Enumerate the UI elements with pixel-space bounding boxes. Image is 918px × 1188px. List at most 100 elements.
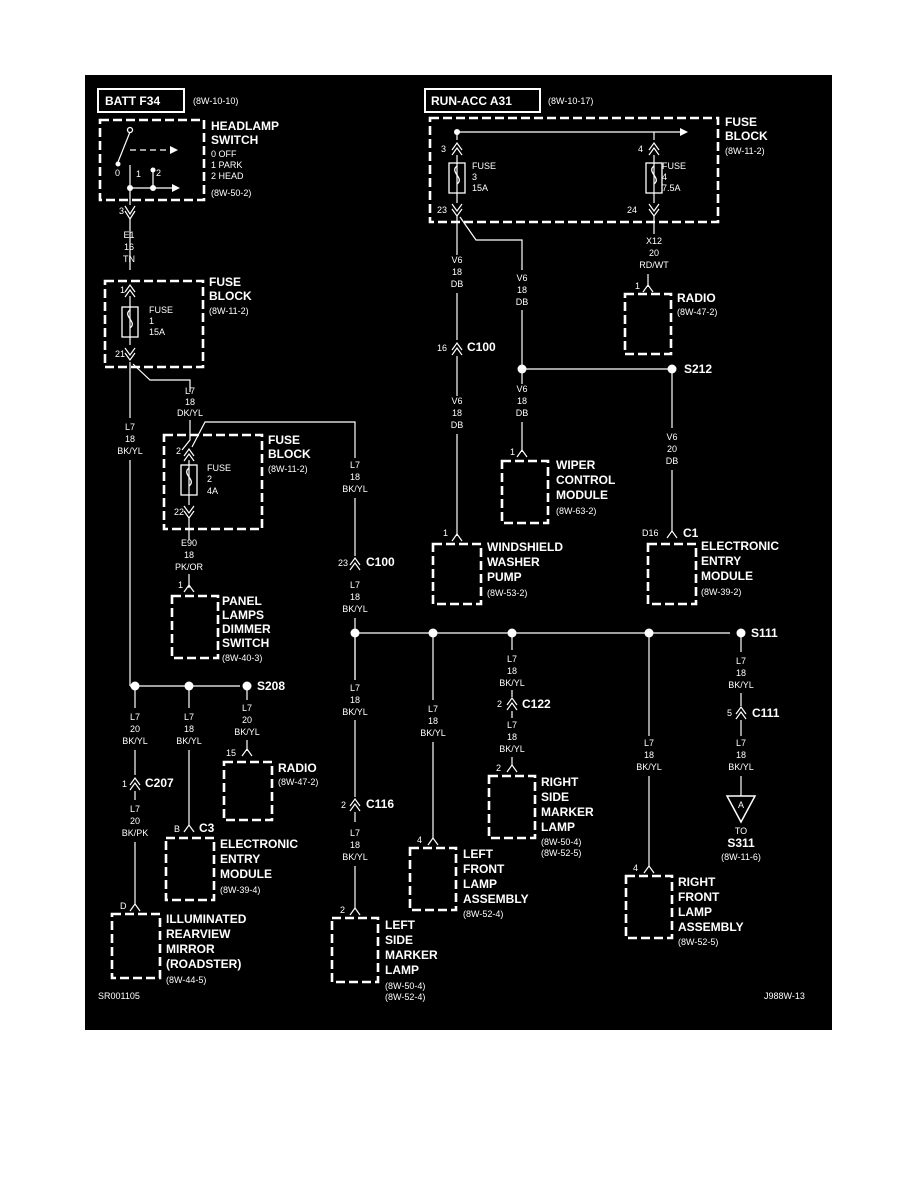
c100-b-connector-icon (349, 556, 361, 571)
wire-l7-lsml-b-circuit: L7 (350, 828, 360, 838)
bus-dot-2 (428, 628, 438, 638)
wire-l7-left-color: BK/YL (117, 446, 143, 456)
lfla-name-4: ASSEMBLY (463, 892, 529, 906)
rsml-name-3: MARKER (541, 805, 594, 819)
wire-l7-s208a-color: BK/YL (122, 736, 148, 746)
wire-v6-e-circuit: V6 (666, 432, 677, 442)
c3-pin: B (174, 824, 180, 834)
lfla-name-3: LAMP (463, 877, 497, 891)
wire-l7-s111b-circuit: L7 (736, 738, 746, 748)
fb2-name-1: FUSE (268, 433, 300, 447)
washer-ref: (8W-53-2) (487, 588, 527, 598)
hs-pos-0: 0 (115, 168, 120, 178)
fuse-block-1: 1 FUSE 1 15A 21 FUSE BLOCK (8W-11-2) (103, 275, 252, 369)
wire-x12-gauge: 20 (649, 248, 659, 258)
wire-v6-d-gauge: 18 (517, 396, 527, 406)
batt-f34-ref: (8W-10-10) (193, 96, 238, 106)
fb1-ref: (8W-11-2) (209, 306, 249, 316)
wire-l7-s208c-circuit: L7 (242, 703, 252, 713)
bus-dot-3 (507, 628, 517, 638)
wire-l7-rsml-a-circuit: L7 (507, 654, 517, 664)
fuse3-pin-out: 23 (437, 205, 447, 215)
washer-name-3: PUMP (487, 570, 522, 584)
fuse4-text-2: 4 (662, 172, 667, 182)
lsml-name-3: MARKER (385, 948, 438, 962)
wire-v6-a-color: DB (451, 279, 464, 289)
fbt-name-2: BLOCK (725, 129, 768, 143)
wire-l7-c100-color: BK/YL (342, 604, 368, 614)
offpage-symbol: A (738, 800, 744, 810)
splice-s208-dot (242, 681, 252, 691)
fb1-fuse-text-1: FUSE (149, 305, 173, 315)
radio-low-name: RADIO (278, 761, 317, 775)
panel-name-2: LAMPS (222, 608, 264, 622)
radio-low-pin: 15 (226, 748, 236, 758)
wire-l7-s111a-circuit: L7 (736, 656, 746, 666)
wire-x12-circuit: X12 (646, 236, 662, 246)
wire-l7-c100-gauge: 18 (350, 592, 360, 602)
wire-e1-circuit: E1 (123, 230, 134, 240)
wire-l7-lsml-b-color: BK/YL (342, 852, 368, 862)
wiper-name-2: CONTROL (556, 473, 615, 487)
c116-pin: 2 (341, 800, 346, 810)
fb2-pin-out: 22 (174, 507, 184, 517)
c100-a-connector-icon (451, 341, 463, 356)
lsml-name-4: LAMP (385, 963, 419, 977)
c116-connector-icon (349, 797, 361, 812)
radio-top-connector-icon (642, 283, 654, 293)
diagram-panel (85, 75, 832, 1030)
wire-l7-dkyl-color: DK/YL (177, 408, 203, 418)
c111-pin: 5 (727, 708, 732, 718)
rfla-name-4: ASSEMBLY (678, 920, 744, 934)
panel-name-1: PANEL (222, 594, 262, 608)
c100-b-pin: 23 (338, 558, 348, 568)
radio-low: RADIO (8W-47-2) (222, 760, 318, 822)
wire-l7-s208a-gauge: 20 (130, 724, 140, 734)
wiper-name-3: MODULE (556, 488, 608, 502)
offpage-connector: A TO S311 (8W-11-6) (721, 795, 761, 862)
offpage-to: TO (735, 826, 747, 836)
splice-s208-label: S208 (257, 679, 285, 693)
radio-top: RADIO (8W-47-2) (623, 291, 717, 356)
bus-dot-1 (350, 628, 360, 638)
wire-v6-c-color: DB (451, 420, 464, 430)
eem-right-name-1: ELECTRONIC (701, 539, 779, 553)
fb2-fuse-text-2: 2 (207, 474, 212, 484)
headlamp-switch: 0 1 2 HEADLAMP SWITCH 0 OFF 1 PARK 2 HEA… (98, 118, 279, 216)
eem-left-name-3: MODULE (220, 867, 272, 881)
washer-pin: 1 (443, 528, 448, 538)
wire-l7-dkyl-gauge: 18 (185, 397, 195, 407)
wire-e90-color: PK/OR (175, 562, 204, 572)
wire-l7-left-gauge: 18 (125, 434, 135, 444)
wire-l7-s208b-gauge: 18 (184, 724, 194, 734)
lsml-name-1: LEFT (385, 918, 416, 932)
wire-l7-right-color: BK/YL (342, 484, 368, 494)
fb2-name-2: BLOCK (268, 447, 311, 461)
hs-position-head: 2 HEAD (211, 171, 244, 181)
illuminated-rearview-mirror: ILLUMINATED REARVIEW MIRROR (ROADSTER) (… (110, 912, 247, 985)
wire-v6-e-color: DB (666, 456, 679, 466)
wire-v6-d-color: DB (516, 408, 529, 418)
wire-v6-b-gauge: 18 (517, 285, 527, 295)
c116-name: C116 (366, 797, 394, 811)
radio-top-name: RADIO (677, 291, 716, 305)
wire-e90-circuit: E90 (181, 538, 197, 548)
wire-l7-s208a-circuit: L7 (130, 712, 140, 722)
fuse4-text-3: 7.5A (662, 183, 681, 193)
wiper-name-1: WIPER (556, 458, 596, 472)
rsml-name-2: SIDE (541, 790, 569, 804)
c111-name: C111 (752, 706, 780, 720)
lfla-name-2: FRONT (463, 862, 505, 876)
wire-l7-s208b-circuit: L7 (184, 712, 194, 722)
right-front-lamp-assembly: RIGHT FRONT LAMP ASSEMBLY (8W-52-5) (624, 874, 744, 947)
washer-name-1: WINDSHIELD (487, 540, 563, 554)
wire-l7-s111a-gauge: 18 (736, 668, 746, 678)
rsml-ref-2: (8W-52-5) (541, 848, 581, 858)
fuse3-text-1: FUSE (472, 161, 496, 171)
wire-l7-lfla-color: BK/YL (420, 728, 446, 738)
splice-s212-label: S212 (684, 362, 712, 376)
wire-v6-b-color: DB (516, 297, 529, 307)
rfla-connector-icon (643, 864, 655, 874)
c207-pin: 1 (122, 779, 127, 789)
